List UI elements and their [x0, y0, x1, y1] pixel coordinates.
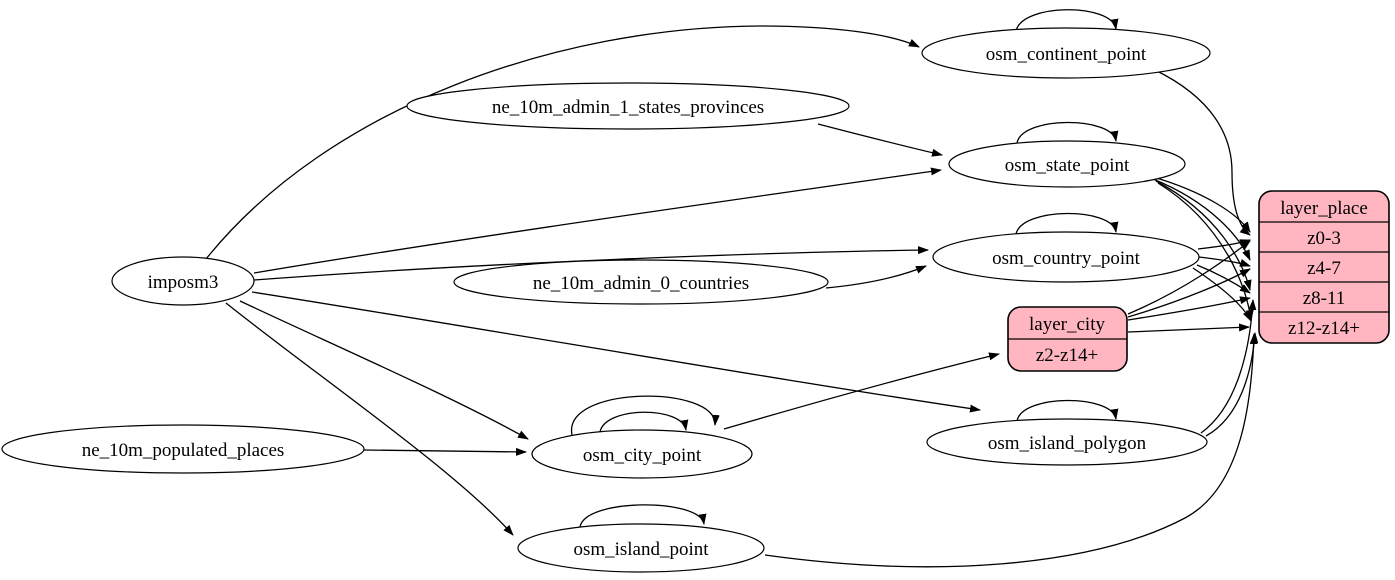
edge-osm_state_point-to-layer_place-z4-7 [1152, 178, 1251, 261]
record-layer_city: layer_city z2-z14+ [1007, 306, 1128, 372]
node-ne_10m_populated_places-shape [1, 424, 365, 474]
self-loop-osm_city_point-inner [599, 411, 689, 433]
record-layer_place-shape [1258, 190, 1390, 344]
node-ne_10m_populated_places: ne_10m_populated_places [1, 424, 365, 474]
record-layer_place-row-z0-3: z0-3 [1307, 228, 1341, 249]
self-loop-osm_city_point-outer [571, 395, 720, 436]
node-imposm3-shape [111, 256, 255, 306]
node-osm_country_point-label: osm_country_point [992, 248, 1140, 269]
node-osm_country_point-shape [932, 231, 1200, 283]
record-layer_place-row-z4-7: z4-7 [1307, 258, 1341, 279]
node-ne_10m_populated_places-label: ne_10m_populated_places [82, 440, 285, 461]
edge-imposm3-to-osm_island_point [225, 302, 514, 536]
node-osm_island_polygon-shape [926, 418, 1208, 466]
edge-osm_island_point-to-layer_place-z12-z14 [764, 333, 1258, 568]
self-loop-osm_country_point [1015, 212, 1119, 235]
node-osm_state_point-label: osm_state_point [1005, 155, 1130, 176]
edge-layer_city-to-layer_place-z4-7 [1127, 268, 1251, 318]
self-loop-osm_state_point [1016, 121, 1119, 144]
edge-osm_country_point-to-layer_place-z4-7 [1198, 256, 1251, 267]
node-ne_10m_admin_0-shape [453, 259, 829, 305]
node-imposm3: imposm3 [111, 256, 255, 306]
record-layer_city-title: layer_city [1029, 314, 1105, 335]
record-layer_city-row-z2-z14: z2-z14+ [1036, 345, 1098, 366]
record-layer_place: layer_place z0-3 z4-7 z8-11 z12-z14+ [1258, 190, 1390, 344]
node-osm_continent_point-label: osm_continent_point [986, 44, 1147, 65]
edge-imposm3-to-osm_city_point [239, 300, 529, 440]
node-ne_10m_admin_0_countries: ne_10m_admin_0_countries [453, 259, 829, 305]
edge-layer_city-to-layer_place-z8-11 [1127, 296, 1251, 321]
record-layer_place-title: layer_place [1280, 198, 1368, 219]
edge-osm_continent_point-to-layer_place-z0-3 [1154, 69, 1251, 236]
edge-layer [205, 9, 1259, 568]
node-ne_10m_admin_0-label: ne_10m_admin_0_countries [533, 273, 749, 294]
edge-osm_island_polygon-to-layer_place-z12-z14 [1205, 332, 1259, 437]
edge-osm_island_polygon-to-layer_place-z8-11 [1200, 299, 1257, 434]
node-ne_10m_admin_1-shape [406, 82, 850, 130]
node-osm_city_point: osm_city_point [531, 429, 753, 479]
node-osm_state_point-shape [948, 140, 1186, 188]
edge-osm_state_point-to-layer_place-z8-11 [1155, 180, 1252, 291]
node-osm_island_polygon-label: osm_island_polygon [988, 433, 1147, 454]
edge-layer_city-to-layer_place-z0-3 [1127, 240, 1251, 315]
edge-ne_10m_admin_0-to-osm_country_point [825, 265, 927, 289]
node-osm_continent_point: osm_continent_point [921, 27, 1211, 79]
edge-osm_country_point-to-layer_place-z12-z14 [1192, 267, 1252, 322]
node-osm_continent_point-shape [921, 27, 1211, 79]
node-osm_state_point: osm_state_point [948, 140, 1186, 188]
edge-osm_city_point-to-layer_city-z2-z14 [723, 352, 1000, 430]
edge-imposm3-to-osm_country_point [253, 246, 929, 281]
edge-layer_city-to-layer_place-z12-z14 [1127, 323, 1250, 333]
node-osm_island_point: osm_island_point [517, 523, 765, 573]
node-ne_10m_admin_1_states_provinces: ne_10m_admin_1_states_provinces [406, 82, 850, 130]
record-layer_place-row-z12-z14: z12-z14+ [1288, 318, 1360, 339]
node-ne_10m_admin_1-label: ne_10m_admin_1_states_provinces [492, 97, 764, 118]
node-osm_island_polygon: osm_island_polygon [926, 418, 1208, 466]
edge-osm_state_point-to-layer_place-z0-3 [1149, 175, 1251, 233]
edge-imposm3-to-osm_state_point [253, 167, 942, 274]
self-loop-osm_island_point [579, 504, 707, 528]
edge-ne_10m_populated_places-to-osm_city_point [363, 447, 527, 456]
node-osm_island_point-shape [517, 523, 765, 573]
node-osm_island_point-label: osm_island_point [573, 539, 709, 560]
node-osm_country_point: osm_country_point [932, 231, 1200, 283]
self-loop-osm_continent_point [1015, 9, 1119, 32]
self-loop-osm_island_polygon [1016, 399, 1119, 422]
node-osm_city_point-label: osm_city_point [583, 445, 702, 466]
edge-imposm3-to-osm_continent_point [205, 25, 920, 260]
edge-ne_10m_admin_1-to-osm_state_point [817, 123, 943, 157]
edge-imposm3-to-osm_island_polygon [251, 291, 981, 413]
node-osm_city_point-shape [531, 429, 753, 479]
node-imposm3-label: imposm3 [148, 272, 219, 293]
edge-osm_country_point-to-layer_place-z8-11 [1196, 264, 1251, 294]
record-layer_place-row-z8-11: z8-11 [1303, 288, 1346, 309]
